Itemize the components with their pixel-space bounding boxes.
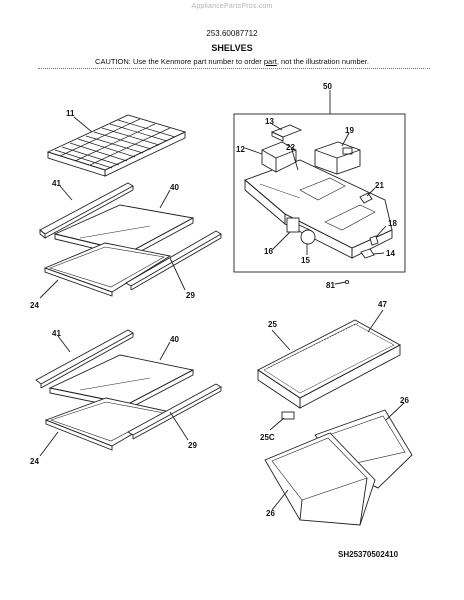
shelf-trim-rear-lower[interactable] xyxy=(127,383,222,440)
model-part-number: 253.60087712 xyxy=(206,29,258,38)
callout-21: 21 xyxy=(375,181,384,190)
callout-26-lower: 26 xyxy=(266,509,275,518)
leader-21 xyxy=(366,187,376,197)
shelf-frame-upper[interactable] xyxy=(43,242,172,297)
leader-19 xyxy=(341,132,350,147)
leader-18 xyxy=(375,225,387,238)
leader-22 xyxy=(291,149,299,171)
crisper-cover-frame[interactable] xyxy=(257,319,401,409)
auger-16[interactable] xyxy=(286,217,311,233)
ice-bin-assembly[interactable] xyxy=(244,159,393,259)
callout-24-lower: 24 xyxy=(30,457,39,466)
callout-29-upper: 29 xyxy=(186,291,195,300)
callout-47: 47 xyxy=(378,300,387,309)
part-link[interactable]: part xyxy=(263,57,277,66)
crisper-drawer-left[interactable] xyxy=(264,432,376,526)
callout-40-upper: 40 xyxy=(170,183,179,192)
leader-11 xyxy=(73,116,93,133)
callout-41-upper: 41 xyxy=(52,179,61,188)
leader-26a xyxy=(385,402,405,421)
ice-maker-motor[interactable] xyxy=(314,141,361,175)
wire-shelf[interactable] xyxy=(46,114,187,177)
ice-bucket-lid[interactable] xyxy=(270,124,303,142)
screw-81[interactable] xyxy=(334,279,350,285)
callout-26-upper: 26 xyxy=(400,396,409,405)
callout-11: 11 xyxy=(66,109,75,118)
leader-41b xyxy=(57,335,71,353)
callout-25c: 25C xyxy=(260,433,275,442)
shelf-trim-front-lower[interactable] xyxy=(35,329,134,389)
callout-24-upper: 24 xyxy=(30,301,39,310)
caution-text: CAUTION: Use the Kenmore part number to … xyxy=(95,57,264,66)
leader-26b xyxy=(271,489,289,511)
callout-19: 19 xyxy=(345,126,354,135)
callout-50: 50 xyxy=(323,82,332,91)
shelf-trim-front-upper[interactable] xyxy=(39,182,134,239)
callout-41-lower: 41 xyxy=(52,329,61,338)
leader-40b xyxy=(159,341,171,361)
leader-12 xyxy=(244,147,263,155)
section-title: SHELVES xyxy=(211,43,253,53)
leader-47 xyxy=(367,309,384,333)
switch-14[interactable] xyxy=(360,248,375,259)
leader-24a xyxy=(39,279,59,299)
callout-25: 25 xyxy=(268,320,277,329)
caution-text-end: , not the illustration number. xyxy=(276,57,369,66)
leader-29b xyxy=(169,411,189,441)
header-divider xyxy=(38,68,430,69)
callout-22: 22 xyxy=(286,143,295,152)
leader-25 xyxy=(271,329,291,351)
callout-16: 16 xyxy=(264,247,273,256)
shelf-trim-rear-upper[interactable] xyxy=(125,230,222,291)
callout-15: 15 xyxy=(301,256,310,265)
assembly-box-50 xyxy=(233,113,406,273)
callout-12: 12 xyxy=(236,145,245,154)
leader-29a xyxy=(169,257,186,291)
humidity-control-25c[interactable] xyxy=(281,411,295,420)
ice-ball-15[interactable] xyxy=(300,229,316,245)
clip-18[interactable] xyxy=(369,235,379,246)
callout-14: 14 xyxy=(386,249,395,258)
diagram-code: SH25370502410 xyxy=(338,550,399,559)
leader-25c xyxy=(269,417,285,431)
leader-24b xyxy=(39,431,59,457)
leader-14 xyxy=(372,252,385,255)
leader-16 xyxy=(271,231,291,251)
leader-41a xyxy=(59,185,73,201)
watermark: AppliancePartsPros.com xyxy=(191,3,273,10)
caution-note: CAUTION: Use the Kenmore part number to … xyxy=(0,57,464,66)
bracket-21[interactable] xyxy=(359,192,373,204)
callout-40-lower: 40 xyxy=(170,335,179,344)
leader-13 xyxy=(271,123,283,131)
callout-18: 18 xyxy=(388,219,397,228)
callout-13: 13 xyxy=(265,117,274,126)
callout-81: 81 xyxy=(326,281,335,290)
leader-40a xyxy=(159,189,171,209)
callout-29-lower: 29 xyxy=(188,441,197,450)
